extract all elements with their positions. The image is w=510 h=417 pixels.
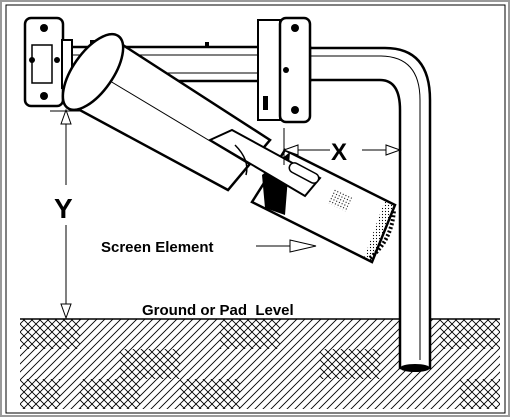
right-flange — [257, 16, 312, 124]
inner-frame — [5, 4, 506, 414]
strainer-body — [61, 32, 272, 192]
handle-arm — [207, 128, 322, 198]
elbow-pipe — [303, 46, 432, 372]
ground-level-label: Ground or Pad Level — [142, 302, 294, 319]
x-dimension — [282, 128, 402, 165]
y-dimension — [50, 108, 80, 320]
screen-element-label: Screen Element — [101, 239, 214, 256]
ground-hatching — [20, 319, 500, 409]
left-flange — [23, 16, 73, 108]
x-dimension-label: X — [331, 139, 347, 166]
y-dimension-label: Y — [54, 193, 73, 224]
screen-element-leader — [256, 239, 317, 253]
